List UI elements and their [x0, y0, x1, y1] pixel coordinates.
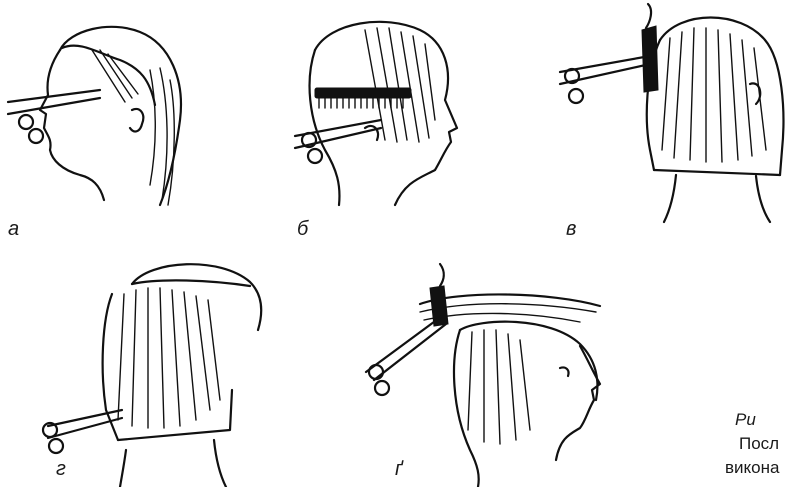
figure-caption: Ри Посл викона: [725, 408, 789, 480]
label-h: г: [56, 458, 66, 481]
label-a: а: [8, 218, 19, 241]
panel-v: [550, 0, 789, 230]
caption-line-2: Посл: [725, 432, 789, 456]
head-back-cutting-icon: [550, 0, 789, 230]
panel-h: [40, 250, 270, 487]
label-v: в: [566, 218, 576, 241]
panel-g: [360, 260, 620, 487]
head-profile-cutting-icon: [0, 10, 200, 210]
head-profile-comb-icon: [285, 10, 475, 210]
caption-title: Ри: [725, 408, 789, 432]
panel-b: [285, 10, 475, 210]
head-back-fringe-icon: [40, 250, 270, 487]
panel-a: [0, 10, 200, 210]
label-g: ґ: [395, 458, 402, 481]
label-b: б: [297, 218, 308, 241]
caption-line-3: викона: [725, 456, 789, 480]
head-profile-pulled-strand-icon: [360, 260, 620, 487]
